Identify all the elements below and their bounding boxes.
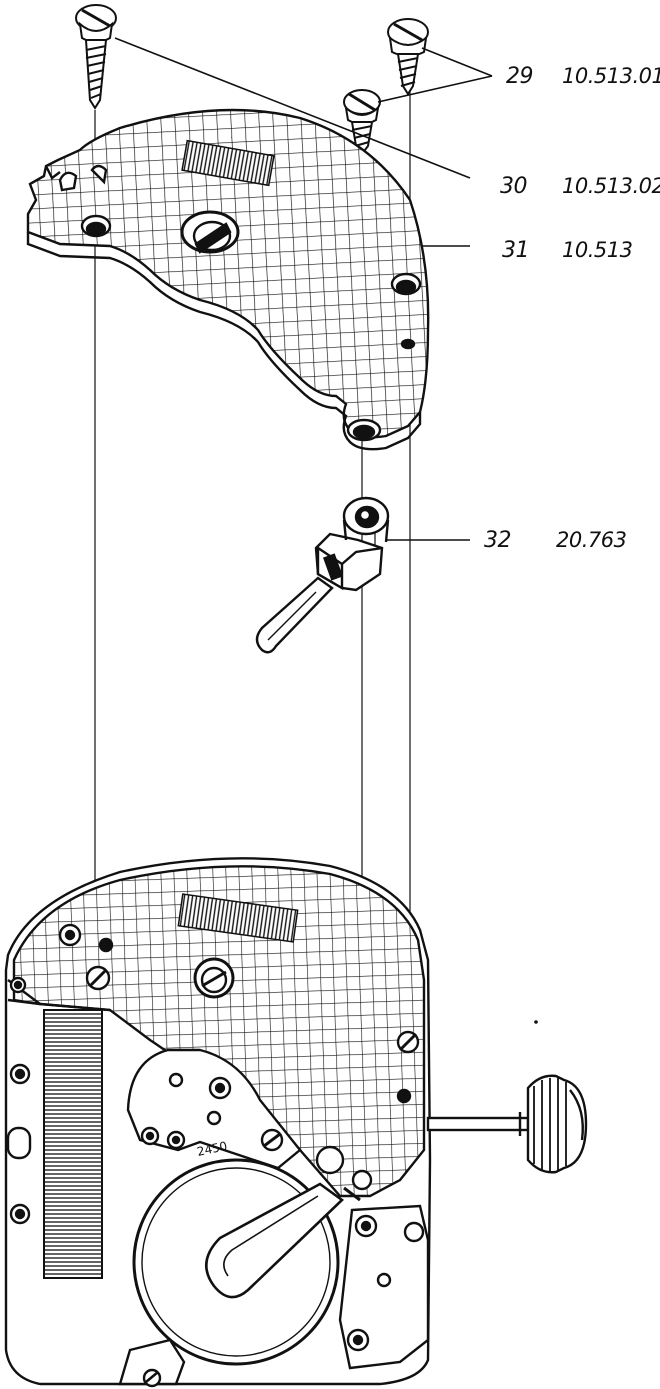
speck <box>534 1020 538 1024</box>
callout-number-31: 31 <box>502 238 530 263</box>
screw-29-left <box>75 4 117 110</box>
callout-number-30: 30 <box>500 174 528 199</box>
callout-code-31: 10.513 <box>562 238 633 262</box>
callout-number-32: 32 <box>484 528 512 553</box>
callout-number-29: 29 <box>506 64 534 89</box>
callout-code-32: 20.763 <box>556 528 627 552</box>
callout-code-29: 10.513.01 <box>562 64 660 88</box>
movement-stamp: 2450 <box>196 1139 229 1159</box>
setting-lever-32 <box>255 496 390 654</box>
bridge-plate-31 <box>26 108 430 451</box>
winding-stem-crown <box>426 1074 588 1174</box>
watch-movement <box>4 857 432 1388</box>
screw-29-right <box>387 18 429 96</box>
leader-lines <box>114 37 493 541</box>
callout-code-30: 10.513.02 <box>562 174 660 198</box>
